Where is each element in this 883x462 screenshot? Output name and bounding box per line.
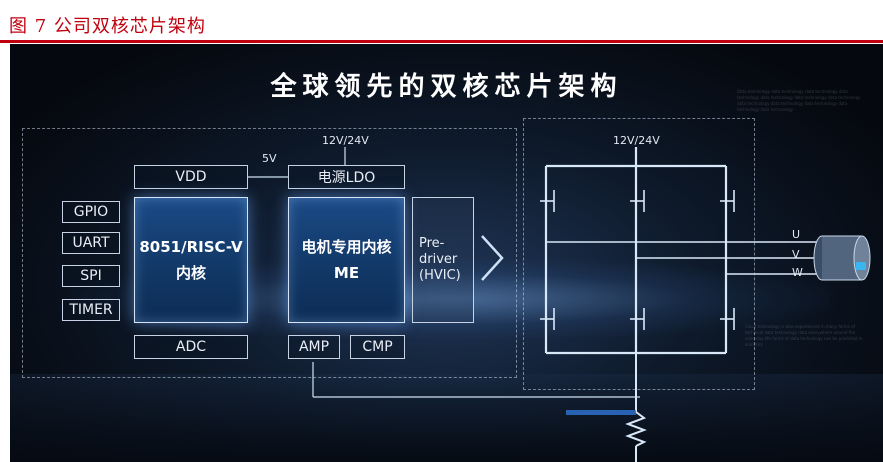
label-5v: 5V [262, 152, 277, 165]
diagram-title: 全球领先的双核芯片架构 [270, 72, 623, 102]
architecture-diagram: Data technology data technology data tec… [10, 44, 883, 462]
controller-region [22, 128, 517, 378]
predriver-line2: driver [419, 252, 458, 267]
motor-core-name: 电机专用内核 [301, 238, 392, 256]
io-block-timer: TIMER [62, 299, 120, 321]
figure-caption: 图 7 公司双核芯片架构 [9, 16, 206, 37]
label-phase-u: U [792, 228, 801, 241]
vdd-block: VDD [134, 165, 248, 189]
label-supply-left: 12V/24V [322, 134, 369, 147]
label-phase-w: W [792, 266, 803, 279]
io-block-spi: SPI [62, 265, 120, 287]
amp-block: AMP [288, 335, 340, 359]
wiring [248, 147, 871, 462]
motor-core-sub: ME [333, 264, 360, 282]
adc-block: ADC [134, 335, 248, 359]
mcu-core-sub: 内核 [175, 264, 206, 282]
background-floor [10, 374, 883, 462]
figure-caption-bar: 图 7 公司双核芯片架构 [0, 0, 883, 43]
predriver-line1: Pre- [419, 236, 445, 251]
predriver-block: Pre- driver (HVIC) [412, 197, 474, 323]
ldo-block: 电源LDO [288, 165, 405, 189]
io-block-gpio: GPIO [62, 201, 120, 223]
power-bridge-region [523, 118, 755, 390]
mcu-core-block: 8051/RISC-V 内核 [134, 197, 248, 323]
motor-core-block: 电机专用内核 ME [288, 197, 405, 323]
label-phase-v: V [792, 248, 800, 261]
mcu-core-name: 8051/RISC-V [139, 238, 243, 256]
decorative-text-block: Data technology data technology data tec… [737, 89, 861, 112]
predriver-line3: (HVIC) [419, 268, 461, 283]
decorative-text-block: Cloud technology is also experienced in … [745, 324, 863, 347]
caption-rule [0, 40, 883, 43]
io-block-uart: UART [62, 232, 120, 254]
label-supply-right: 12V/24V [613, 134, 660, 147]
cmp-block: CMP [350, 335, 405, 359]
